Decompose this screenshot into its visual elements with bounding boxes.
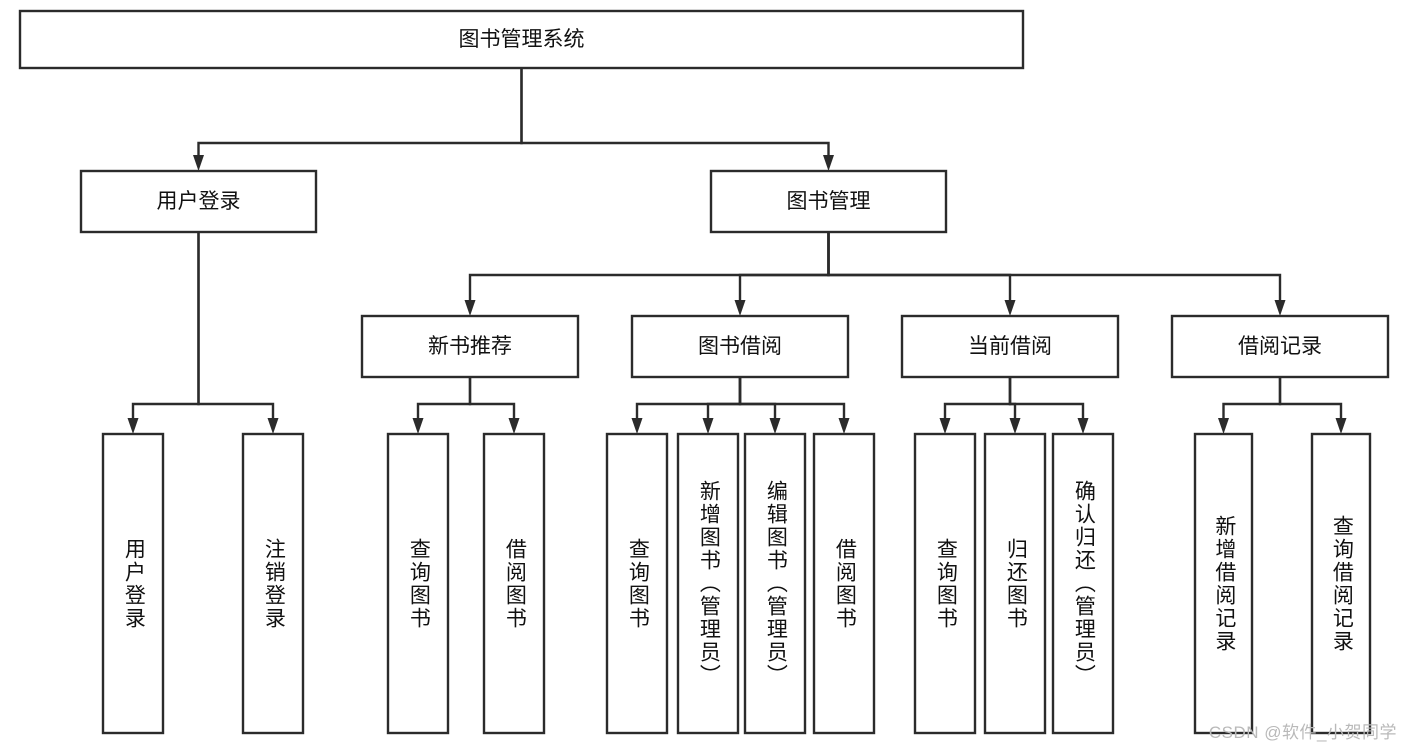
node-box-new-book-recommend[interactable]: [360, 314, 580, 379]
arrowhead-leaf-logout: [267, 418, 279, 434]
node-box-leaf-logout[interactable]: [241, 432, 305, 735]
node-box-leaf-user-login[interactable]: [101, 432, 165, 735]
leaf-cell-leaf-borrow-book[interactable]: 借阅图书: [814, 434, 874, 733]
node-box-leaf-return-book[interactable]: [983, 432, 1047, 735]
arrowhead-current-borrow: [1004, 300, 1016, 316]
node-label-leaf-borrow-book-recommend: 借阅图书: [503, 537, 527, 630]
box-layer: [18, 9, 1390, 735]
node-label-leaf-query-book-borrow: 查询图书: [626, 537, 650, 630]
connector-user-login-to-leaf-logout: [197, 232, 275, 420]
arrowhead-book-management: [823, 155, 834, 171]
node-box-leaf-query-book-current[interactable]: [913, 432, 977, 735]
connector-root-to-book-management: [520, 68, 830, 157]
leaf-cell-leaf-add-borrow-record[interactable]: 新增借阅记录: [1195, 434, 1252, 733]
node-box-leaf-borrow-book[interactable]: [812, 432, 876, 735]
connector-book-management-to-book-borrow: [738, 232, 830, 302]
node-box-leaf-query-borrow-record[interactable]: [1310, 432, 1372, 735]
node-label-leaf-query-book-recommend: 查询图书: [407, 537, 431, 630]
leaf-cell-leaf-confirm-return[interactable]: 确认归还（管理员）: [1053, 434, 1113, 733]
arrowhead-leaf-borrow-book-recommend: [508, 418, 520, 434]
node-label-root: 图书管理系统: [459, 28, 585, 51]
node-label-leaf-borrow-book: 借阅图书: [833, 537, 857, 630]
leaf-cell-leaf-query-borrow-record[interactable]: 查询借阅记录: [1312, 434, 1370, 733]
arrowhead-leaf-borrow-book: [838, 418, 850, 434]
node-label-borrow-record: 借阅记录: [1238, 335, 1322, 358]
leaf-cell-leaf-query-book-recommend[interactable]: 查询图书: [388, 434, 448, 733]
node-label-leaf-add-borrow-record: 新增借阅记录: [1212, 514, 1236, 653]
node-box-current-borrow[interactable]: [900, 314, 1120, 379]
node-box-book-borrow[interactable]: [630, 314, 850, 379]
connector-book-borrow-to-leaf-add-book: [706, 377, 742, 420]
connector-borrow-record-to-leaf-add-borrow-record: [1222, 377, 1282, 420]
leaf-cell-leaf-logout[interactable]: 注销登录: [243, 434, 303, 733]
arrowhead-user-login: [193, 155, 204, 171]
node-box-book-management[interactable]: [709, 169, 948, 234]
leaf-cell-leaf-query-book-borrow[interactable]: 查询图书: [607, 434, 667, 733]
node-label-leaf-logout: 注销登录: [262, 537, 286, 630]
node-label-current-borrow: 当前借阅: [968, 335, 1052, 358]
node-label-book-borrow: 图书借阅: [698, 335, 782, 358]
connector-new-book-recommend-to-leaf-query-book-recommend: [416, 377, 472, 420]
node-box-user-login[interactable]: [79, 169, 318, 234]
connector-new-book-recommend-to-leaf-borrow-book-recommend: [468, 377, 516, 420]
node-box-leaf-confirm-return[interactable]: [1051, 432, 1115, 735]
connector-user-login-to-leaf-user-login: [131, 232, 200, 420]
node-label-user-login: 用户登录: [157, 190, 241, 213]
connector-book-borrow-to-leaf-query-book-borrow: [635, 377, 742, 420]
connector-root-to-user-login: [197, 68, 523, 157]
connector-book-management-to-borrow-record: [827, 232, 1282, 302]
leaf-cell-leaf-user-login[interactable]: 用户登录: [103, 434, 163, 733]
csdn-watermark: CSDN @软件_小贺同学: [1208, 723, 1397, 742]
node-label-book-management: 图书管理: [787, 190, 871, 213]
connector-layer: [127, 68, 1347, 434]
arrowhead-leaf-query-borrow-record: [1335, 418, 1347, 434]
node-label-leaf-add-book: 新增图书（管理员）: [697, 480, 721, 687]
connector-book-borrow-to-leaf-edit-book: [738, 377, 777, 420]
arrowhead-leaf-user-login: [127, 418, 139, 434]
arrowhead-leaf-query-book-borrow: [631, 418, 643, 434]
node-label-leaf-user-login: 用户登录: [122, 537, 146, 630]
leaf-cell-leaf-borrow-book-recommend[interactable]: 借阅图书: [484, 434, 544, 733]
leaf-cell-leaf-return-book[interactable]: 归还图书: [985, 434, 1045, 733]
arrowhead-leaf-edit-book: [769, 418, 781, 434]
node-label-leaf-query-book-current: 查询图书: [934, 537, 958, 630]
arrowhead-leaf-add-book: [702, 418, 714, 434]
node-label-leaf-edit-book: 编辑图书（管理员）: [764, 480, 788, 687]
leaf-cell-leaf-edit-book[interactable]: 编辑图书（管理员）: [745, 434, 805, 733]
node-box-leaf-edit-book[interactable]: [743, 432, 807, 735]
node-label-leaf-return-book: 归还图书: [1004, 537, 1028, 630]
node-label-leaf-confirm-return: 确认归还（管理员）: [1072, 480, 1096, 687]
arrowhead-leaf-add-borrow-record: [1218, 418, 1229, 434]
connector-borrow-record-to-leaf-query-borrow-record: [1278, 377, 1343, 420]
arrowhead-leaf-query-book-current: [939, 418, 951, 434]
node-label-leaf-query-borrow-record: 查询借阅记录: [1330, 514, 1354, 653]
node-label-new-book-recommend: 新书推荐: [428, 335, 512, 358]
arrowhead-borrow-record: [1274, 300, 1286, 316]
arrowhead-new-book-recommend: [464, 300, 476, 316]
node-box-leaf-borrow-book-recommend[interactable]: [482, 432, 546, 735]
connector-book-management-to-current-borrow: [827, 232, 1012, 302]
arrowhead-book-borrow: [734, 300, 746, 316]
leaf-cell-leaf-add-book[interactable]: 新增图书（管理员）: [678, 434, 738, 733]
connector-current-borrow-to-leaf-confirm-return: [1008, 377, 1085, 420]
connector-book-management-to-new-book-recommend: [468, 232, 830, 302]
node-box-root[interactable]: [18, 9, 1025, 70]
node-box-borrow-record[interactable]: [1170, 314, 1390, 379]
node-box-leaf-add-book[interactable]: [676, 432, 740, 735]
arrowhead-leaf-confirm-return: [1077, 418, 1089, 434]
connector-current-borrow-to-leaf-query-book-current: [943, 377, 1012, 420]
leaf-cell-leaf-query-book-current[interactable]: 查询图书: [915, 434, 975, 733]
arrowhead-leaf-return-book: [1009, 418, 1021, 434]
node-box-leaf-query-book-borrow[interactable]: [605, 432, 669, 735]
node-box-leaf-query-book-recommend[interactable]: [386, 432, 450, 735]
connector-book-borrow-to-leaf-borrow-book: [738, 377, 846, 420]
arrowhead-leaf-query-book-recommend: [412, 418, 424, 434]
node-box-leaf-add-borrow-record[interactable]: [1193, 432, 1254, 735]
